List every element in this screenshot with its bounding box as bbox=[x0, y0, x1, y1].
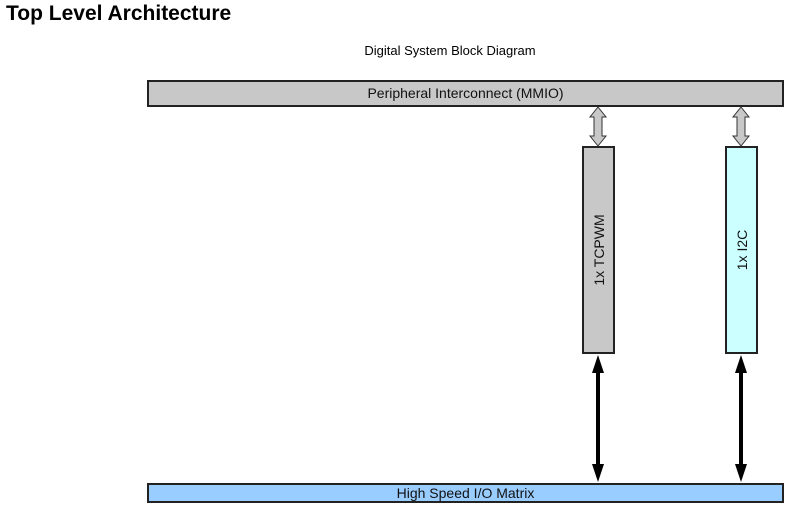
tcpwm-block: 1x TCPWM bbox=[582, 146, 615, 354]
page-title: Top Level Architecture bbox=[6, 2, 232, 25]
io-matrix-label: High Speed I/O Matrix bbox=[396, 485, 535, 501]
i2c-iomatrix-arrow bbox=[735, 355, 747, 482]
io-matrix-bus: High Speed I/O Matrix bbox=[147, 483, 784, 503]
peripheral-interconnect-label: Peripheral Interconnect (MMIO) bbox=[367, 85, 564, 101]
mmio-tcpwm-arrow bbox=[588, 106, 608, 147]
mmio-i2c-arrow bbox=[731, 106, 751, 147]
i2c-block: 1x I2C bbox=[725, 146, 758, 354]
diagram-title: Digital System Block Diagram bbox=[364, 43, 536, 58]
tcpwm-iomatrix-arrow bbox=[592, 355, 604, 482]
peripheral-interconnect-bus: Peripheral Interconnect (MMIO) bbox=[147, 80, 784, 107]
